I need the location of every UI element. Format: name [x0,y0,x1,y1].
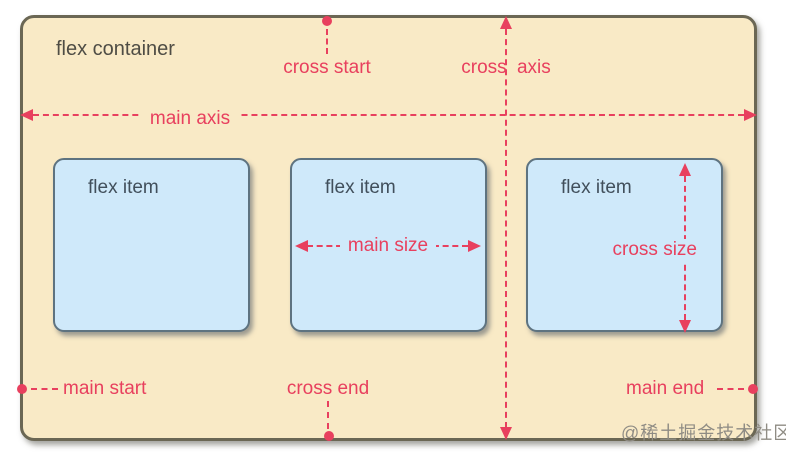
cross-start-line [326,29,328,54]
main-end-dot-icon [748,384,758,394]
watermark-text: @稀土掘金技术社区 [621,423,786,443]
main-start-line [31,388,58,390]
cross-axis-up-arrowhead-icon [500,16,512,29]
cross-start-dot-icon [322,16,332,26]
main-size-right-arrowhead-icon [468,240,481,252]
cross-end-label: cross end [286,378,370,399]
cross-end-dot-icon [324,431,334,441]
main-size-left-arrowhead-icon [295,240,308,252]
flex-item-2-label: flex item [325,177,396,198]
cross-axis-line [505,29,507,428]
main-start-label: main start [63,378,147,399]
cross-size-up-arrowhead-icon [679,163,691,176]
cross-end-line [327,401,329,429]
cross-size-down-arrowhead-icon [679,320,691,333]
cross-start-label: cross start [283,57,371,78]
cross-axis-label: cross axis [461,57,551,78]
flex-item-1: flex item [53,158,250,332]
main-size-label: main size [340,235,436,257]
flex-item-3-label: flex item [561,177,632,198]
main-end-label: main end [626,378,705,399]
flex-item-1-label: flex item [88,177,159,198]
main-axis-right-arrowhead-icon [744,109,757,121]
flex-container-label: flex container [56,38,175,60]
cross-axis-down-arrowhead-icon [500,427,512,440]
main-axis-label: main axis [140,108,240,130]
main-axis-line [33,114,744,116]
cross-size-label: cross size [601,239,699,261]
main-end-line [717,388,744,390]
main-axis-left-arrowhead-icon [20,109,33,121]
main-start-dot-icon [17,384,27,394]
